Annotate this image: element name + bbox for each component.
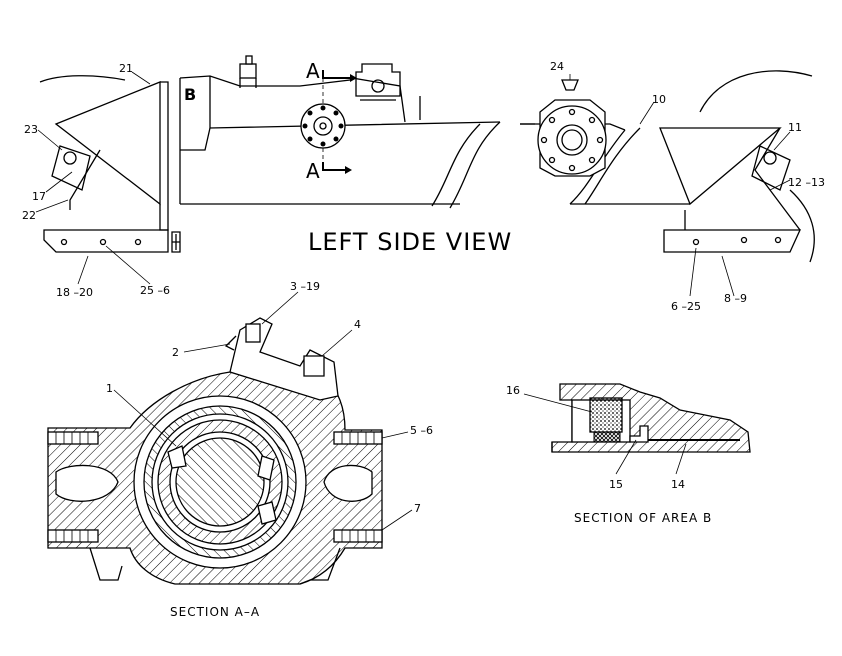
callout-4: 4 xyxy=(354,318,361,331)
right-trunnion xyxy=(659,127,802,253)
view-title: LEFT SIDE VIEW xyxy=(308,228,512,256)
callout-7: 7 xyxy=(414,502,421,515)
right-bolts xyxy=(333,431,383,543)
callout-14: 14 xyxy=(671,478,685,491)
left-bolts xyxy=(47,431,99,543)
callout-16: 16 xyxy=(506,384,520,397)
seal-lip xyxy=(593,431,621,443)
callout-18-20: 18 –20 xyxy=(56,286,93,299)
section-aa-leaders xyxy=(113,291,413,531)
callout-15: 15 xyxy=(609,478,623,491)
callout-1: 1 xyxy=(106,382,113,395)
callout-11: 11 xyxy=(788,121,802,134)
section-b-caption: SECTION OF AREA B xyxy=(574,511,712,525)
callout-24: 24 xyxy=(550,60,564,73)
section-area-b xyxy=(551,383,751,453)
left-tire-arc xyxy=(39,75,126,83)
leader-lines xyxy=(35,71,791,297)
section-letter-top: A xyxy=(306,59,320,83)
callout-5-6: 5 –6 xyxy=(410,424,433,437)
break-line-1 xyxy=(449,121,501,209)
section-b-leaders xyxy=(523,393,687,475)
callout-2: 2 xyxy=(172,346,179,359)
callout-23: 23 xyxy=(24,123,38,136)
area-letter: B xyxy=(184,85,196,104)
inner-shaft xyxy=(175,437,265,527)
left-side-view xyxy=(39,55,815,263)
callout-17: 17 xyxy=(32,190,46,203)
section-marker-fitting xyxy=(355,63,401,97)
callout-21: 21 xyxy=(119,62,133,75)
grease-cap xyxy=(561,79,579,91)
axle-housing xyxy=(179,75,406,123)
callout-6-25: 6 –25 xyxy=(671,300,701,313)
callout-25-6: 25 –6 xyxy=(140,284,170,297)
seal-16 xyxy=(589,397,623,433)
pivot-hub xyxy=(537,99,607,177)
section-a-a xyxy=(47,317,383,585)
right-tire-arc xyxy=(699,70,813,113)
breather-fitting xyxy=(239,63,257,79)
callout-10: 10 xyxy=(652,93,666,106)
left-trunnion xyxy=(43,81,181,253)
callout-8-9: 8 –9 xyxy=(724,292,747,305)
left-bolt-flange xyxy=(300,103,346,149)
callout-22: 22 xyxy=(22,209,36,222)
section-letter-bottom: A xyxy=(306,159,320,183)
callout-12-13: 12 –13 xyxy=(788,176,825,189)
callout-3-19: 3 –19 xyxy=(290,280,320,293)
section-aa-caption: SECTION A–A xyxy=(170,605,260,619)
